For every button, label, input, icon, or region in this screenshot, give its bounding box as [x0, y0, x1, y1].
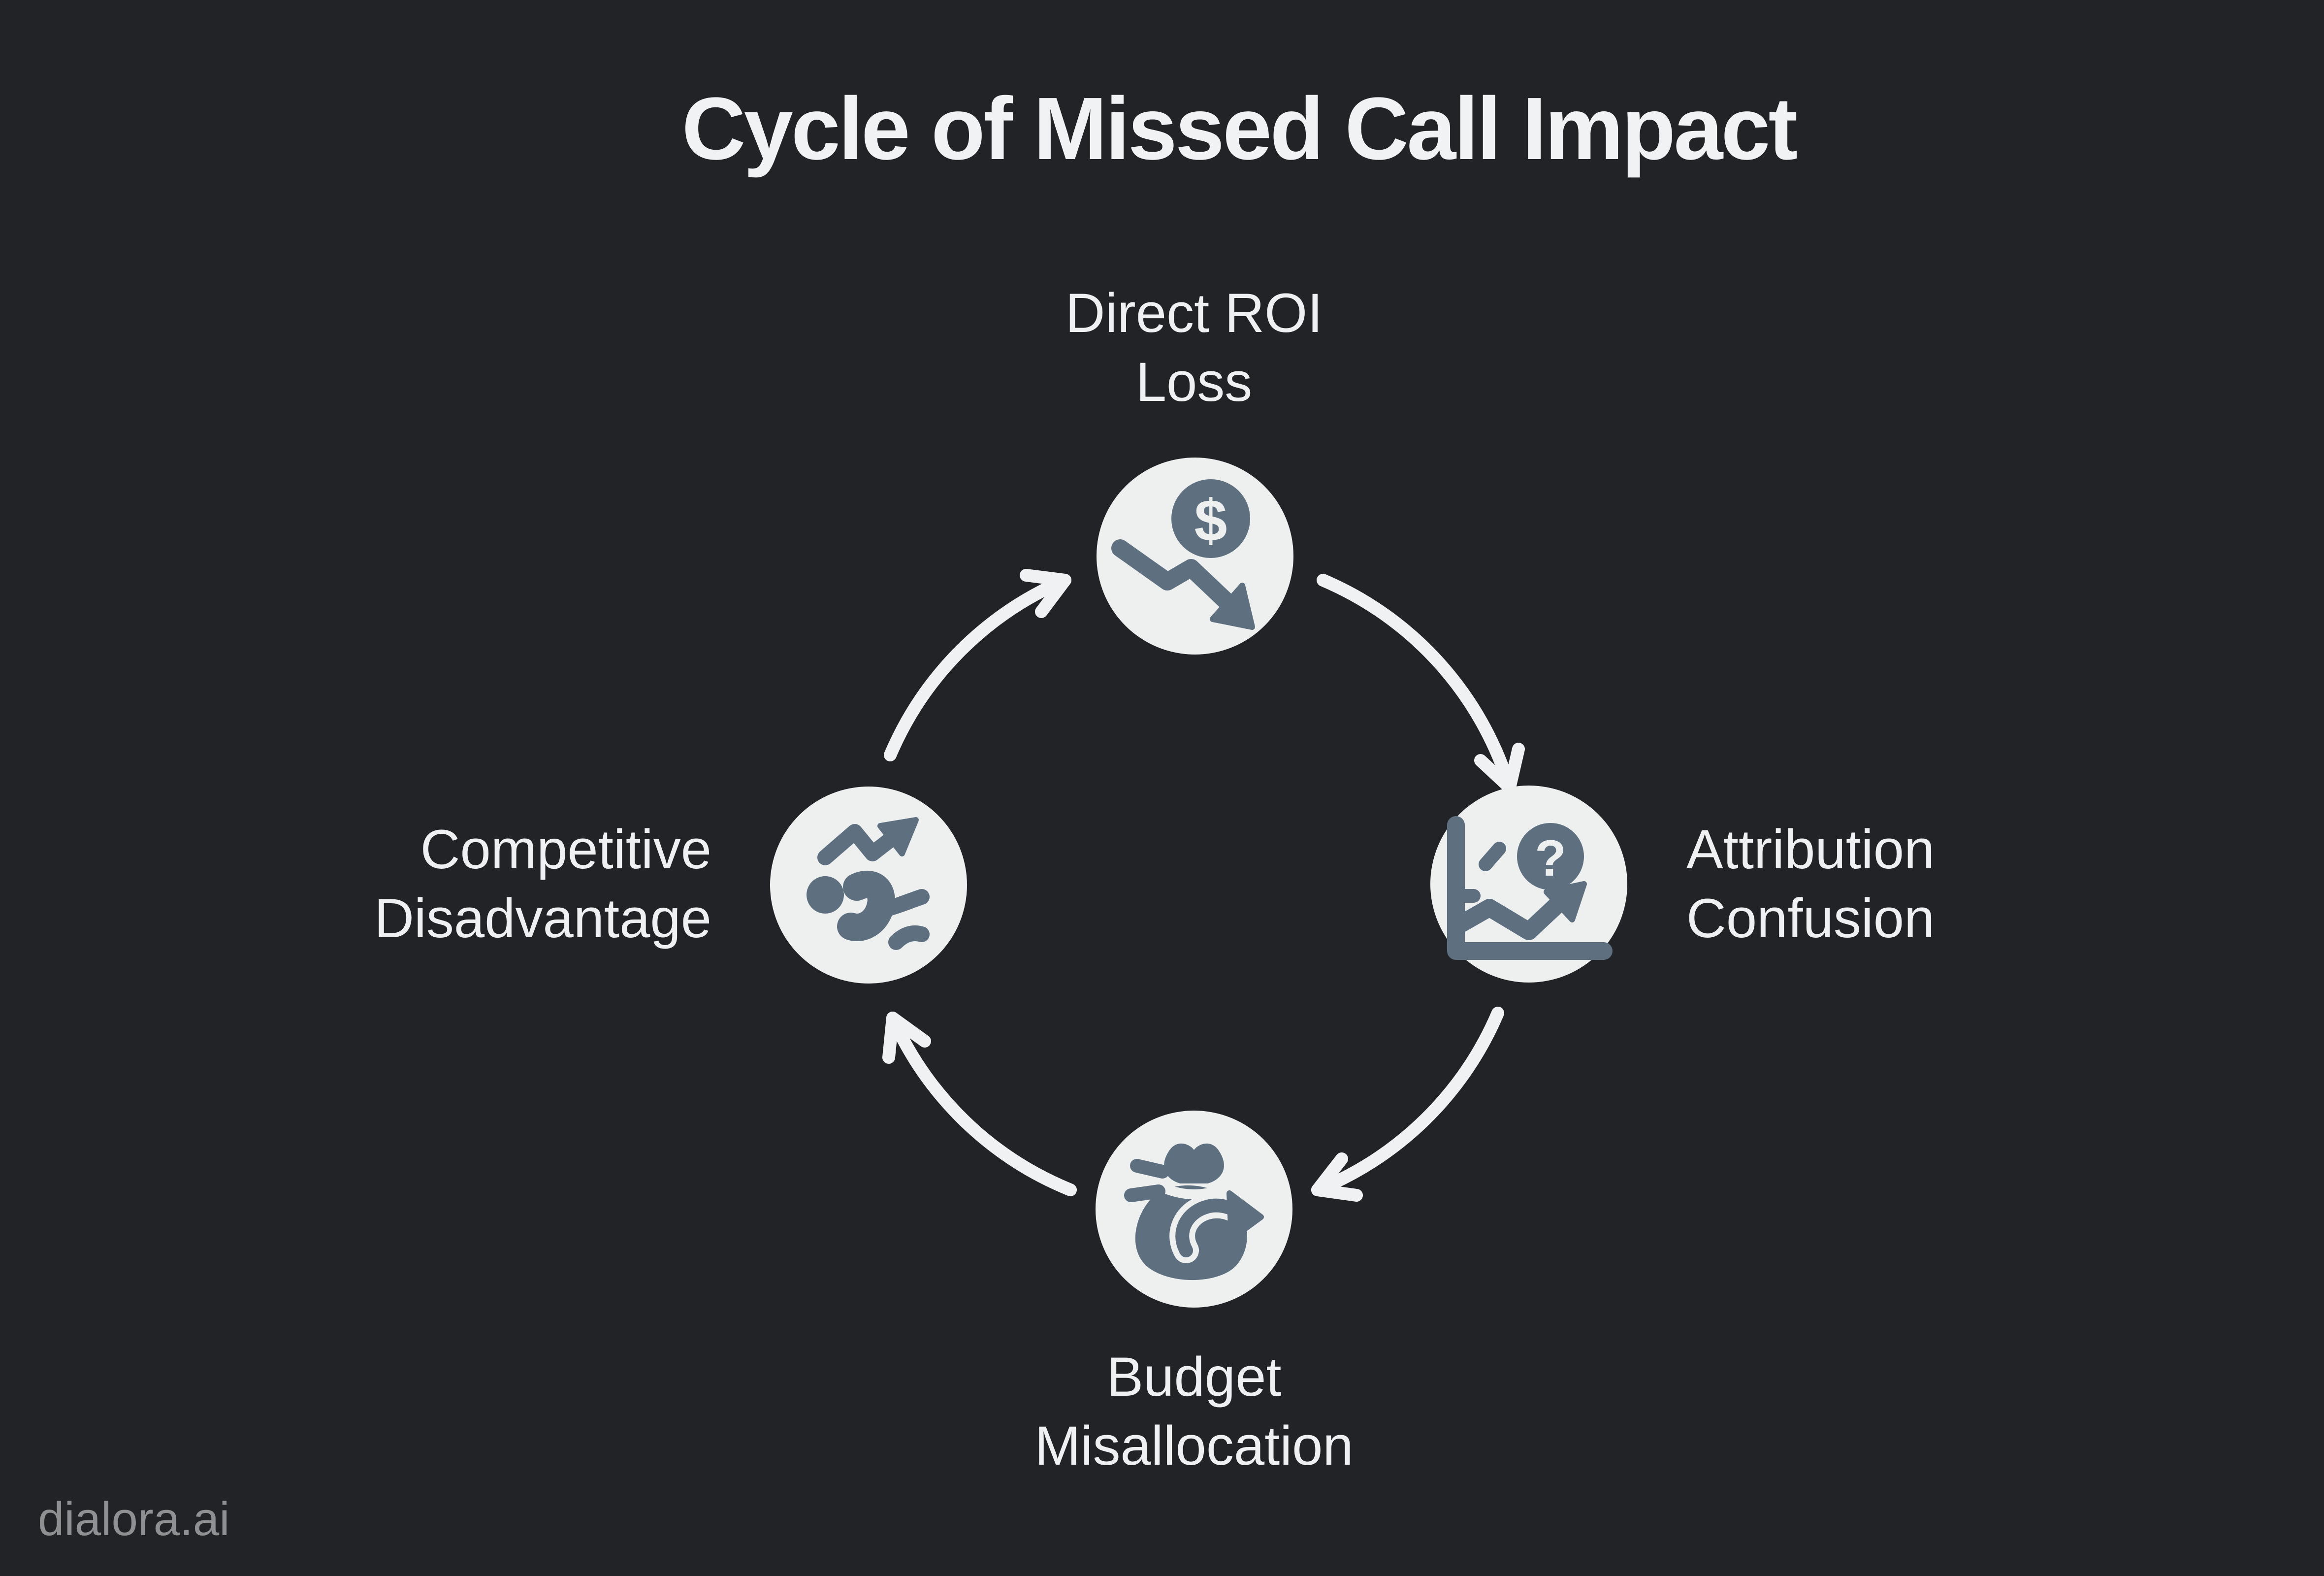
arrow-right-to-bottom-head	[1311, 1152, 1363, 1202]
dollar-glyph: $	[1194, 488, 1227, 554]
label-line: Competitive	[420, 819, 711, 880]
label-line: Direct ROI	[1065, 282, 1323, 344]
arrow-left-to-top-head	[1020, 569, 1071, 618]
label-line: Misallocation	[1034, 1415, 1354, 1477]
node-budget-misallocation	[1096, 1111, 1292, 1308]
label-line: Loss	[1135, 351, 1253, 413]
label-line: Attribution	[1686, 819, 1935, 880]
label-line: Budget	[1106, 1346, 1282, 1408]
arrow-top-to-right	[1317, 574, 1516, 794]
brand-watermark: dialora.ai	[38, 1493, 230, 1545]
arrow-bottom-to-left-head	[882, 1012, 931, 1064]
node-competitive-disadvantage	[770, 787, 967, 984]
chart-question-icon: ?	[1447, 816, 1613, 960]
node-label-direct-roi-loss: Direct ROI Loss	[1065, 279, 1323, 417]
arrow-right-to-bottom	[1311, 1007, 1504, 1196]
arrow-bottom-to-left	[886, 1012, 1077, 1196]
question-glyph: ?	[1535, 830, 1566, 887]
node-direct-roi-loss: $	[1097, 458, 1293, 655]
node-attribution-confusion: ?	[1430, 786, 1627, 983]
arrow-left-to-top	[884, 574, 1071, 761]
node-label-budget-misallocation: Budget Misallocation	[1034, 1343, 1353, 1480]
money-trend-down-icon: $	[1111, 479, 1255, 630]
label-line: Disadvantage	[374, 887, 711, 949]
node-label-competitive-disadvantage: Competitive Disadvantage	[374, 815, 711, 953]
falling-person-trend-icon	[807, 817, 930, 950]
money-bag-arrow-icon	[1124, 1143, 1264, 1280]
node-label-attribution-confusion: Attribution Confusion	[1686, 815, 1935, 953]
page-title: Cycle of Missed Call Impact	[681, 79, 1798, 178]
label-line: Confusion	[1686, 887, 1935, 949]
